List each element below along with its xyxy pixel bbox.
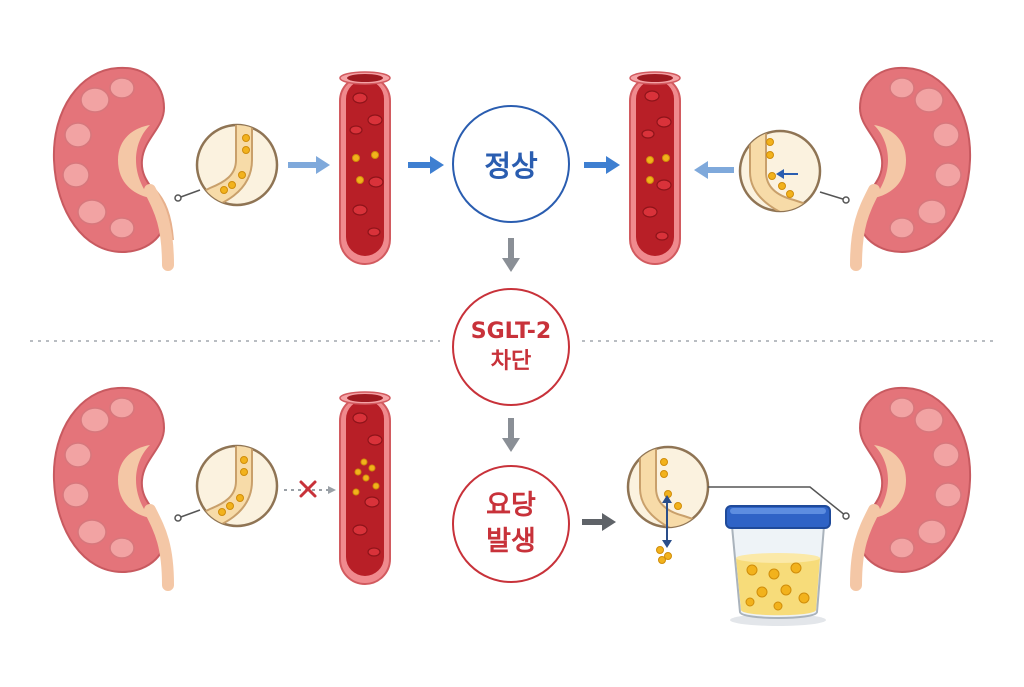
blood-vessel-bottom-left	[339, 391, 391, 585]
magnifier-tubule-top-right	[738, 129, 822, 213]
magnifier-pointer-4	[708, 486, 847, 517]
sglt2-label-line1: SGLT-2	[470, 319, 552, 344]
magnifier-pointer-dot-2	[842, 196, 850, 204]
magnifier-pointer-dot-4	[842, 512, 850, 520]
kidney-bottom-right	[850, 386, 972, 591]
blood-vessel-top-left	[339, 71, 391, 265]
magnifier-tubule-bottom-right	[626, 445, 710, 548]
normal-label-circle: 정상	[452, 105, 570, 223]
magnifier-tubule-bottom-left	[195, 444, 279, 528]
x-mark-icon	[299, 480, 317, 498]
normal-label: 정상	[484, 149, 538, 183]
glucose-droplets	[656, 546, 672, 564]
glycosuria-label-line1: 요당	[486, 490, 536, 521]
magnifier-pointer-2	[819, 191, 847, 201]
kidney-top-left	[52, 66, 174, 271]
kidney-top-right	[850, 66, 972, 271]
urine-sample-cup	[725, 505, 831, 626]
glycosuria-label-circle: 요당 발생	[452, 465, 570, 583]
magnifier-tubule-top-left	[195, 123, 279, 207]
sglt2-block-label-circle: SGLT-2 차단	[452, 288, 570, 406]
magnifier-pointer-1	[177, 189, 201, 199]
magnifier-pointer-dot-3	[174, 514, 182, 522]
sglt2-label-line2: 차단	[490, 349, 532, 374]
magnifier-pointer-3	[177, 509, 201, 519]
magnifier-pointer-dot-1	[174, 194, 182, 202]
blood-vessel-top-right	[629, 71, 681, 265]
kidney-bottom-left	[52, 386, 174, 591]
glycosuria-label-line2: 발생	[486, 526, 536, 557]
